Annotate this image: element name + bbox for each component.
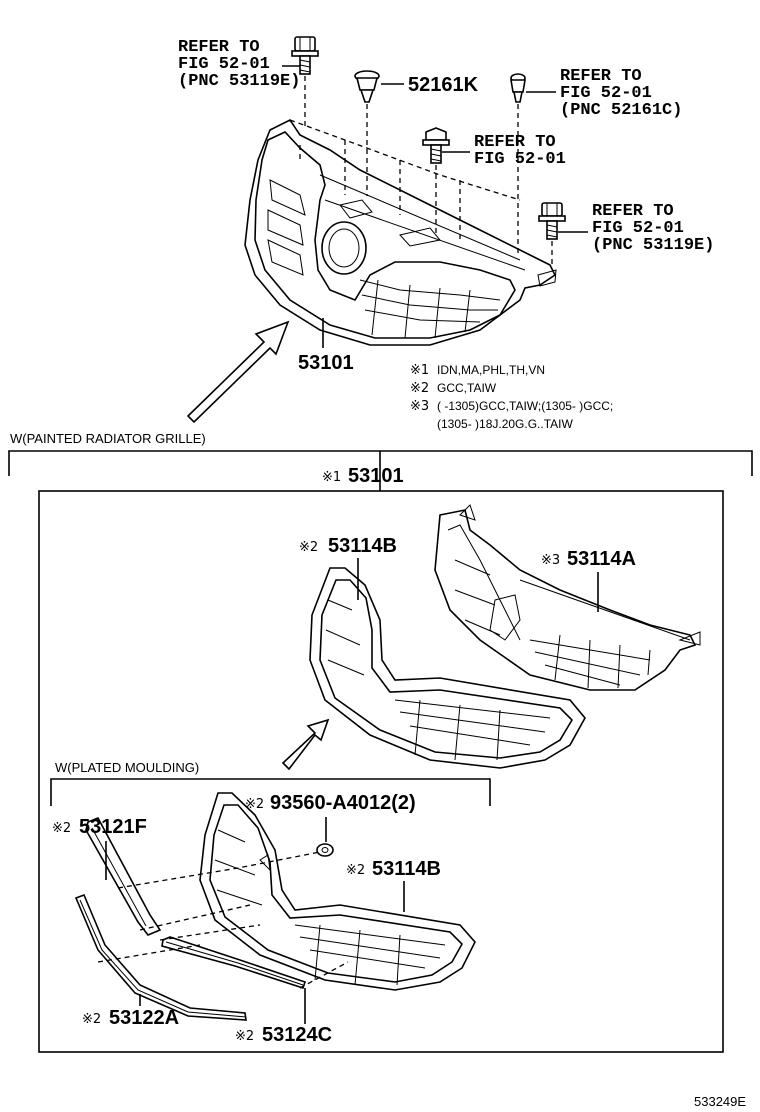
moulding-53124c[interactable] — [161, 936, 307, 990]
part-number-53101-top[interactable]: 53101 — [298, 352, 354, 374]
part-label-93560-clip[interactable]: ※2 93560-A4012(2) — [245, 792, 416, 814]
svg-text:53122A: 53122A — [109, 1007, 179, 1029]
svg-text:53114A: 53114A — [567, 548, 636, 570]
moulding-53122a[interactable] — [74, 893, 247, 1021]
section-title-plated: W(PLATED MOULDING) — [55, 760, 199, 775]
svg-text:REFER TO: REFER TO — [178, 38, 260, 57]
svg-text:(PNC 52161C): (PNC 52161C) — [560, 101, 682, 120]
svg-text:GCC,TAIW: GCC,TAIW — [437, 381, 497, 395]
svg-text:REFER TO: REFER TO — [474, 133, 556, 152]
moulding-53121f[interactable] — [85, 816, 162, 936]
svg-text:( -1305)GCC,TAIW;(1305-: ( -1305)GCC,TAIW;(1305- )GCC; — [437, 399, 613, 413]
bolt-icon — [282, 36, 319, 75]
svg-text:※3: ※3 — [410, 399, 429, 414]
svg-text:※2: ※2 — [82, 1012, 101, 1027]
svg-text:※2: ※2 — [52, 821, 71, 836]
svg-text:IDN,MA,PHL,TH,VN: IDN,MA,PHL,TH,VN — [437, 363, 545, 377]
radiator-grille-top[interactable] — [244, 118, 557, 348]
svg-text:※2: ※2 — [245, 797, 264, 812]
applicability-notes: ※1 IDN,MA,PHL,TH,VN ※2 GCC,TAIW ※3 ( -13… — [410, 363, 613, 431]
svg-text:(PNC 53119E): (PNC 53119E) — [178, 72, 300, 91]
part-label-53101-assembly[interactable]: ※1 53101 — [322, 465, 404, 487]
svg-text:※3: ※3 — [541, 553, 560, 568]
svg-text:93560-A4012(2): 93560-A4012(2) — [270, 792, 416, 814]
part-label-53114b-plated[interactable]: ※2 53114B — [346, 858, 441, 880]
svg-text:53124C: 53124C — [262, 1024, 332, 1046]
svg-text:※1: ※1 — [410, 363, 429, 378]
svg-text:REFER TO: REFER TO — [560, 67, 642, 86]
svg-text:FIG 52-01: FIG 52-01 — [474, 150, 566, 169]
svg-text:53121F: 53121F — [79, 816, 147, 838]
part-label-53124c[interactable]: ※2 53124C — [235, 1024, 332, 1046]
part-label-53114b-painted[interactable]: ※2 53114B — [299, 535, 397, 557]
section-bracket — [50, 778, 491, 806]
assembly-lines — [97, 851, 349, 989]
fastener-leader-lines — [289, 76, 553, 268]
svg-text:※2: ※2 — [235, 1029, 254, 1044]
svg-text:53101: 53101 — [348, 465, 404, 487]
svg-text:53114B: 53114B — [328, 535, 397, 557]
svg-text:※2: ※2 — [410, 381, 429, 396]
part-label-53114a[interactable]: ※3 53114A — [541, 548, 636, 570]
svg-text:※1: ※1 — [322, 470, 341, 485]
assembly-frame — [38, 490, 724, 1053]
bolt-icon — [422, 127, 470, 164]
ref-label-53119e-right[interactable]: REFER TO FIG 52-01 (PNC 53119E) — [592, 202, 714, 255]
svg-text:FIG 52-01: FIG 52-01 — [560, 84, 652, 103]
svg-text:(PNC 53119E): (PNC 53119E) — [592, 236, 714, 255]
grille-frame-53114a[interactable] — [434, 504, 701, 691]
part-label-53121f[interactable]: ※2 53121F — [52, 816, 147, 838]
figure-id: 533249E — [694, 1094, 746, 1109]
svg-text:FIG 52-01: FIG 52-01 — [178, 55, 270, 74]
direction-arrow — [281, 718, 330, 771]
ref-label-53119e-top[interactable]: REFER TO FIG 52-01 (PNC 53119E) — [178, 38, 300, 91]
clip-icon — [316, 843, 334, 857]
bolt-icon — [538, 202, 588, 240]
part-number-52161k[interactable]: 52161K — [408, 74, 479, 96]
ref-label-52161c[interactable]: REFER TO FIG 52-01 (PNC 52161C) — [560, 67, 682, 120]
svg-text:FIG 52-01: FIG 52-01 — [592, 219, 684, 238]
svg-text:53114B: 53114B — [372, 858, 441, 880]
ref-label-center[interactable]: REFER TO FIG 52-01 — [474, 133, 566, 169]
section-title-painted: W(PAINTED RADIATOR GRILLE) — [10, 431, 206, 446]
part-label-53122a[interactable]: ※2 53122A — [82, 1007, 179, 1029]
svg-text:REFER TO: REFER TO — [592, 202, 674, 221]
svg-text:(1305- )18J.20G.G..TAIW: (1305- )18J.20G.G..TAIW — [437, 417, 573, 431]
grille-shell-53114b[interactable] — [309, 567, 586, 769]
clip-icon — [354, 70, 404, 103]
clip-icon — [510, 73, 556, 103]
svg-text:※2: ※2 — [299, 540, 318, 555]
svg-text:※2: ※2 — [346, 863, 365, 878]
direction-arrow — [186, 320, 290, 424]
